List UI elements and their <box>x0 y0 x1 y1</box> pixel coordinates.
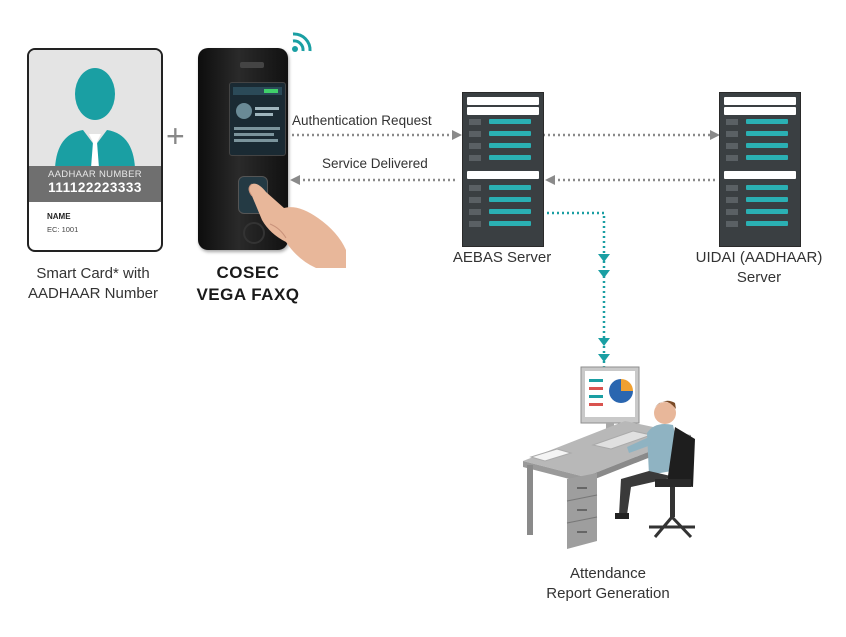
attendance-label-line1: Attendance <box>570 565 646 582</box>
report-flow-arrowhead-2 <box>598 270 610 278</box>
device-screen <box>229 82 286 156</box>
card-name-label: NAME <box>47 212 71 221</box>
device-button <box>243 222 265 244</box>
wifi-signal-icon <box>292 32 312 52</box>
card-caption: Smart Card* with AADHAAR Number <box>8 264 178 304</box>
card-number-band: AADHAAR NUMBER 111122223333 <box>29 166 161 202</box>
person-silhouette-icon <box>55 68 135 168</box>
card-ec: EC: 1001 <box>47 225 79 234</box>
auth-request-arrowhead <box>452 130 462 140</box>
report-flow-line <box>542 211 606 395</box>
aebas-to-uidai-arrowhead <box>710 130 720 140</box>
uidai-server <box>719 92 801 247</box>
card-caption-line1: Smart Card* with <box>36 265 150 282</box>
device-caption: COSEC VEGA FAXQ <box>188 262 308 306</box>
attendance-label-line2: Report Generation <box>546 585 670 602</box>
aebas-server <box>462 92 544 247</box>
report-flow-arrowhead-1 <box>598 254 610 262</box>
smart-card: AADHAAR NUMBER 111122223333 NAME EC: 100… <box>27 48 163 252</box>
device-caption-line2: VEGA FAXQ <box>196 285 300 304</box>
service-delivered-arrowhead <box>290 175 300 185</box>
workstation-illustration <box>523 366 695 549</box>
uidai-label-line1: UIDAI (AADHAAR) <box>695 249 823 266</box>
card-header: AADHAAR NUMBER <box>48 169 142 180</box>
uidai-to-aebas-arrowhead <box>545 175 555 185</box>
card-number: 111122223333 <box>48 180 142 195</box>
uidai-label-line2: Server <box>736 269 782 286</box>
device-camera <box>240 62 264 68</box>
card-caption-line2: AADHAAR Number <box>27 285 159 302</box>
attendance-label: Attendance Report Generation <box>520 564 696 604</box>
report-flow-arrowhead-4 <box>598 354 610 362</box>
device-caption-line1: COSEC <box>216 263 280 282</box>
plus-sign: + <box>166 118 185 154</box>
auth-request-label: Authentication Request <box>292 113 432 128</box>
card-photo <box>29 50 161 168</box>
hand-finger-icon <box>248 183 346 268</box>
device-screen-content-icon <box>233 87 282 142</box>
service-delivered-label: Service Delivered <box>322 156 428 171</box>
uidai-server-label: UIDAI (AADHAAR) Server <box>684 248 834 288</box>
report-flow-arrowhead-3 <box>598 338 610 346</box>
aebas-server-label: AEBAS Server <box>452 249 552 266</box>
